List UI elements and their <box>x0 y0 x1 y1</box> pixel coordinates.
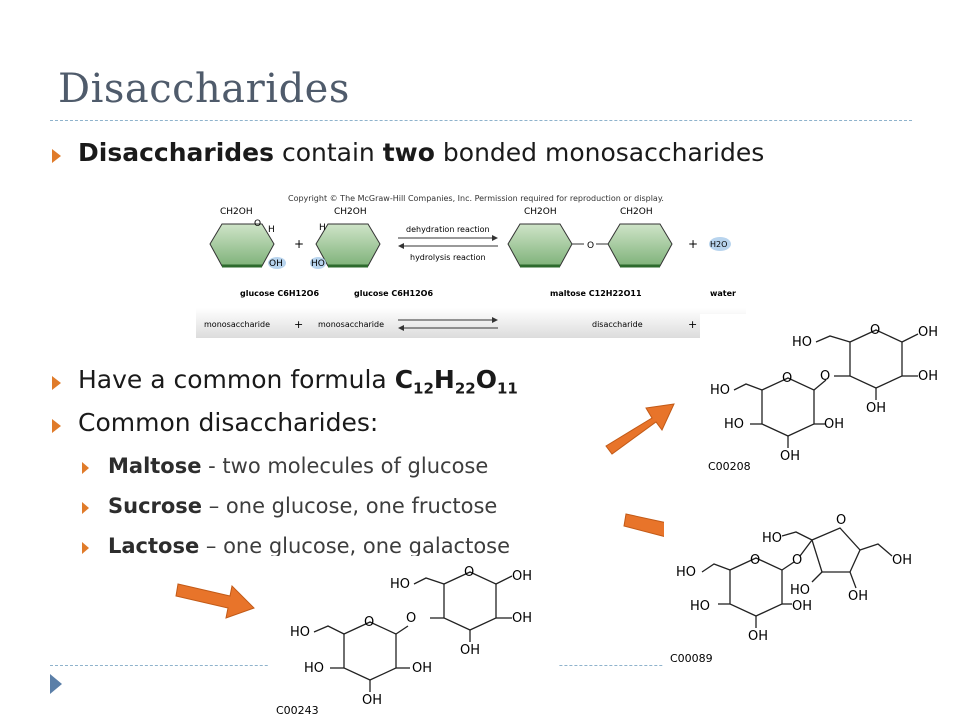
bullet-arrow-icon <box>52 419 61 433</box>
svg-text:water: water <box>710 289 736 298</box>
svg-text:HO: HO <box>390 577 410 592</box>
svg-text:OH: OH <box>460 643 480 658</box>
svg-text:O: O <box>406 611 416 626</box>
svg-text:O: O <box>792 553 802 568</box>
svg-text:H: H <box>268 225 275 235</box>
svg-text:OH: OH <box>412 661 432 676</box>
svg-text:O: O <box>782 371 792 386</box>
svg-text:O: O <box>254 219 261 229</box>
maltose-id: C00208 <box>708 460 751 473</box>
svg-text:O: O <box>364 615 374 630</box>
sub-bullet-maltose: Maltose - two molecules of glucose <box>108 454 489 478</box>
svg-text:OH: OH <box>748 629 768 644</box>
svg-text:HO: HO <box>710 383 730 398</box>
svg-text:CH2OH: CH2OH <box>220 207 253 217</box>
glucose-ring-2: CH2OH H HO <box>310 207 381 269</box>
bullet-arrow-icon <box>52 376 61 390</box>
sub-bullet-arrow-icon <box>82 542 89 554</box>
svg-text:OH: OH <box>866 401 886 416</box>
maltose-rings: CH2OH O CH2OH <box>507 207 673 268</box>
lactose-structure: O HO OH OH OH O O HO HO OH OH C00243 <box>268 556 558 718</box>
sucrose-structure: O HO O O OH OH HO HO HO OH OH C00089 <box>664 506 934 670</box>
svg-text:HO: HO <box>690 599 710 614</box>
svg-text:OH: OH <box>269 259 283 269</box>
svg-text:OH: OH <box>918 369 938 384</box>
sub-bullet-lactose: Lactose – one glucose, one galactose <box>108 534 511 558</box>
slide-title: Disaccharides <box>58 66 350 112</box>
svg-text:OH: OH <box>848 589 868 604</box>
svg-text:O: O <box>464 565 474 580</box>
dehydration-figure: Copyright © The McGraw-Hill Companies, I… <box>196 194 746 338</box>
svg-text:OH: OH <box>824 417 844 432</box>
svg-text:glucose C6H12O6: glucose C6H12O6 <box>240 289 319 298</box>
svg-text:monosaccharide: monosaccharide <box>318 320 384 329</box>
svg-text:glucose C6H12O6: glucose C6H12O6 <box>354 289 433 298</box>
slide-nav-icon <box>50 674 62 694</box>
sucrose-id: C00089 <box>670 652 713 665</box>
glucose-ring-1: CH2OH O H OH <box>209 207 286 269</box>
maltose-structure: O HO OH OH OH O O HO HO OH OH C00208 <box>700 314 950 474</box>
sub-bullet-arrow-icon <box>82 502 89 514</box>
svg-text:HO: HO <box>676 565 696 580</box>
svg-text:OH: OH <box>512 611 532 626</box>
svg-text:HO: HO <box>290 625 310 640</box>
svg-text:HO: HO <box>311 259 325 269</box>
svg-text:HO: HO <box>304 661 324 676</box>
svg-text:HO: HO <box>792 335 812 350</box>
sub-bullet-sucrose: Sucrose – one glucose, one fructose <box>108 494 498 518</box>
svg-text:OH: OH <box>892 553 912 568</box>
svg-text:hydrolysis reaction: hydrolysis reaction <box>410 253 486 262</box>
svg-text:CH2OH: CH2OH <box>620 207 653 217</box>
pointer-arrow-icon <box>605 403 675 455</box>
bullet-formula: Have a common formula C12H22O11 <box>78 365 518 398</box>
svg-text:O: O <box>836 513 846 528</box>
bullet-common: Common disaccharides: <box>78 408 379 437</box>
svg-text:O: O <box>870 323 880 338</box>
svg-text:maltose C12H22O11: maltose C12H22O11 <box>550 289 642 298</box>
lactose-id: C00243 <box>276 704 319 717</box>
copyright-text: Copyright © The McGraw-Hill Companies, I… <box>288 194 664 203</box>
title-divider <box>50 120 912 121</box>
svg-text:OH: OH <box>918 325 938 340</box>
bullet-disaccharides: Disaccharides contain two bonded monosac… <box>78 138 765 167</box>
svg-text:+: + <box>688 318 697 331</box>
svg-text:OH: OH <box>792 599 812 614</box>
sub-bullet-arrow-icon <box>82 462 89 474</box>
svg-text:CH2OH: CH2OH <box>334 207 367 217</box>
svg-text:O: O <box>750 553 760 568</box>
svg-text:HO: HO <box>724 417 744 432</box>
svg-text:disaccharide: disaccharide <box>592 320 643 329</box>
svg-text:CH2OH: CH2OH <box>524 207 557 217</box>
svg-text:O: O <box>820 369 830 384</box>
svg-text:OH: OH <box>512 569 532 584</box>
svg-text:OH: OH <box>780 449 800 464</box>
svg-text:O: O <box>587 241 594 251</box>
svg-text:HO: HO <box>762 531 782 546</box>
svg-text:OH: OH <box>362 693 382 708</box>
pointer-arrow-icon <box>175 583 255 619</box>
bullet-arrow-icon <box>52 149 61 163</box>
svg-text:+: + <box>688 237 698 251</box>
svg-text:H2O: H2O <box>710 240 727 249</box>
svg-text:dehydration reaction: dehydration reaction <box>406 225 490 234</box>
svg-text:H: H <box>319 223 326 233</box>
svg-text:+: + <box>294 237 304 251</box>
svg-text:monosaccharide: monosaccharide <box>204 320 270 329</box>
svg-text:HO: HO <box>790 583 810 598</box>
svg-text:+: + <box>294 318 303 331</box>
